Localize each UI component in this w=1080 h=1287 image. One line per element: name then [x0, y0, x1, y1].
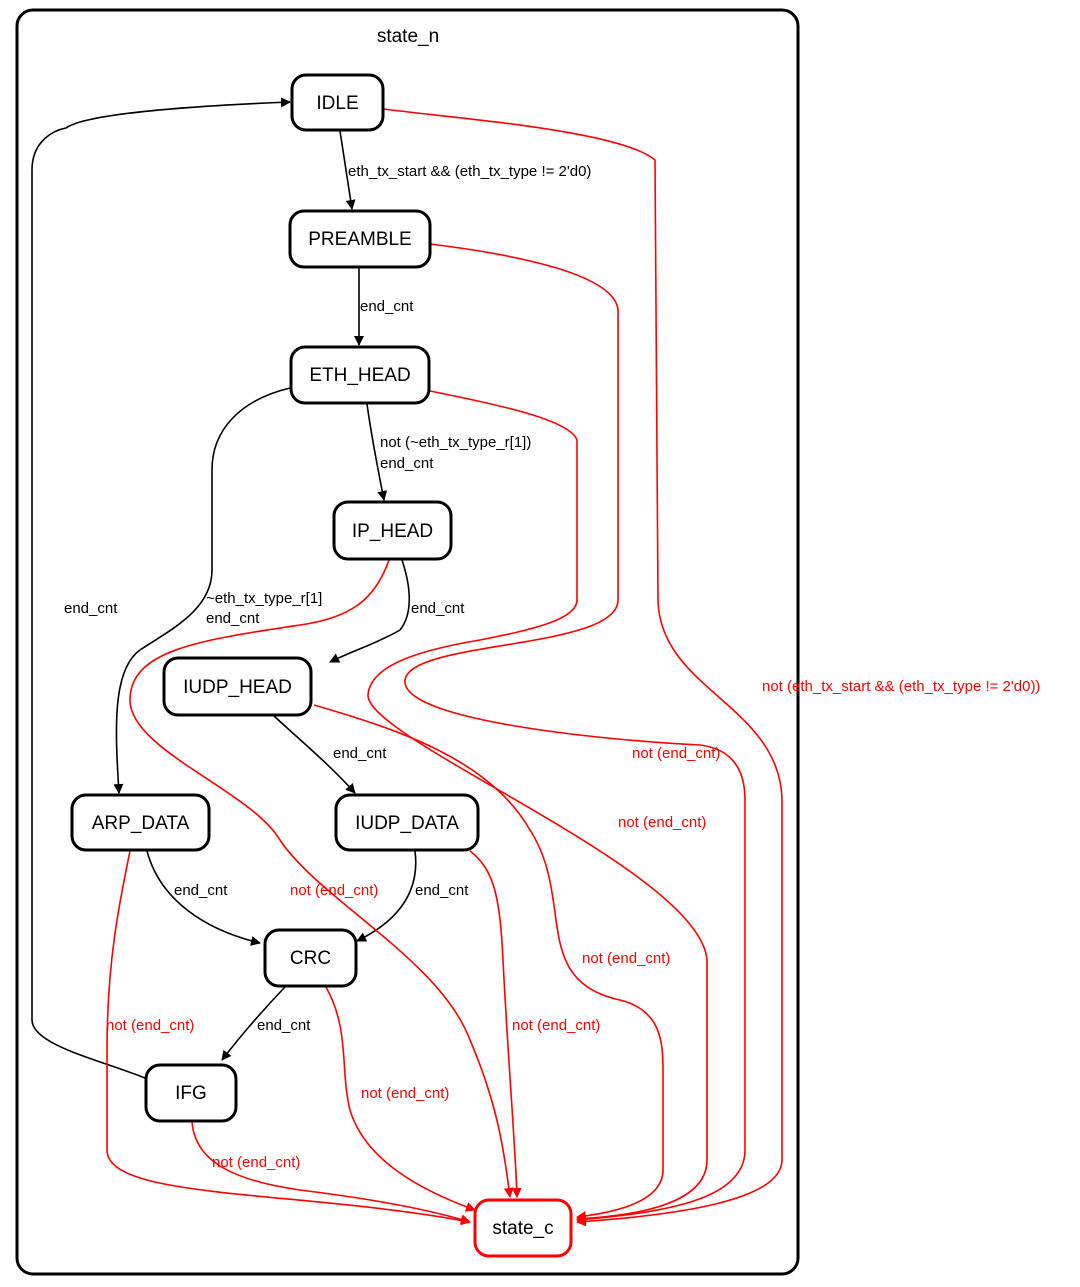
edge-label-crc-ifg: end_cnt — [257, 1017, 311, 1034]
edge-label-preamble-statec: not (end_cnt) — [632, 745, 720, 762]
edge-crc-ifg — [221, 986, 286, 1061]
node-label-iudp-head: IUDP_HEAD — [183, 677, 292, 698]
edge-label-iphead-iudphead: end_cnt — [411, 600, 465, 617]
edge-label-idle-preamble: eth_tx_start && (eth_tx_type != 2'd0) — [348, 163, 591, 180]
edge-label-ethhead-iphead: not (~eth_tx_type_r[1]) — [380, 434, 531, 451]
cluster-label: state_n — [377, 26, 439, 47]
edge-label-iudpdata-crc: end_cnt — [415, 882, 469, 899]
node-idle[interactable]: IDLE — [290, 73, 385, 132]
edge-label-preamble-ethhead: end_cnt — [360, 298, 414, 315]
node-iudp-data[interactable]: IUDP_DATA — [334, 793, 480, 852]
node-label-preamble: PREAMBLE — [308, 229, 411, 250]
edge-label-iudphead-statec: not (end_cnt) — [582, 950, 670, 967]
edge-label-ethhead-statec: not (end_cnt) — [618, 814, 706, 831]
edge-iudpdata-crc — [356, 850, 417, 942]
edge-idle-statec — [383, 108, 783, 1227]
edge-iudpdata-statec — [469, 850, 522, 1198]
edge-label-ethhead-iphead-2: end_cnt — [380, 455, 434, 472]
node-label-iudp-data: IUDP_DATA — [355, 813, 459, 834]
node-ifg[interactable]: IFG — [144, 1063, 238, 1123]
node-state-c[interactable]: state_c — [473, 1198, 573, 1258]
edge-ethhead-arpdata — [113, 387, 291, 794]
node-label-state-c: state_c — [492, 1218, 553, 1239]
edge-arpdata-crc — [146, 850, 261, 946]
edge-iphead-iudphead — [329, 559, 411, 663]
node-iudp-head[interactable]: IUDP_HEAD — [162, 656, 313, 717]
node-ip-head[interactable]: IP_HEAD — [332, 500, 453, 561]
node-arp-data[interactable]: ARP_DATA — [70, 793, 211, 852]
node-preamble[interactable]: PREAMBLE — [288, 209, 432, 269]
node-label-crc: CRC — [290, 948, 331, 969]
node-eth-head[interactable]: ETH_HEAD — [289, 345, 431, 405]
edge-label-arpdata-crc: end_cnt — [174, 882, 228, 899]
edge-ifg-idle — [31, 97, 291, 1079]
edge-label-idle-statec: not (eth_tx_start && (eth_tx_type != 2'd… — [762, 678, 1040, 695]
edge-preamble-statec — [404, 243, 746, 1225]
edge-iphead-statec — [129, 559, 514, 1198]
edge-label-ifg-statec: not (end_cnt) — [212, 1154, 300, 1171]
edge-arpdata-statec — [106, 850, 471, 1226]
edge-ethhead-iphead — [366, 403, 388, 501]
edge-label-ethhead-arpdata: ~eth_tx_type_r[1] — [206, 590, 322, 607]
edge-crc-statec — [325, 986, 476, 1212]
edge-ethhead-statec — [367, 390, 708, 1224]
edge-label-iphead-statec: not (end_cnt) — [290, 882, 378, 899]
node-label-eth-head: ETH_HEAD — [309, 365, 410, 386]
cluster-state-n — [15, 8, 800, 1276]
node-crc[interactable]: CRC — [263, 928, 358, 988]
node-label-arp-data: ARP_DATA — [92, 813, 190, 834]
edge-label-ethhead-arpdata-2: end_cnt — [206, 610, 260, 627]
node-label-ip-head: IP_HEAD — [352, 521, 433, 542]
edge-label-iudphead-iudpdata: end_cnt — [333, 745, 387, 762]
edge-iudphead-statec — [313, 704, 664, 1221]
node-label-idle: IDLE — [316, 93, 358, 114]
edge-label-arpdata-statec: not (end_cnt) — [106, 1017, 194, 1034]
edge-label-crc-statec: not (end_cnt) — [361, 1085, 449, 1102]
edge-label-iudpdata-statec: not (end_cnt) — [512, 1017, 600, 1034]
edge-idle-preamble — [339, 130, 356, 210]
node-label-ifg: IFG — [175, 1083, 207, 1104]
edge-iudphead-iudpdata — [273, 715, 356, 794]
edge-ifg-statec — [191, 1121, 471, 1225]
edge-label-ifg-idle: end_cnt — [64, 600, 118, 617]
